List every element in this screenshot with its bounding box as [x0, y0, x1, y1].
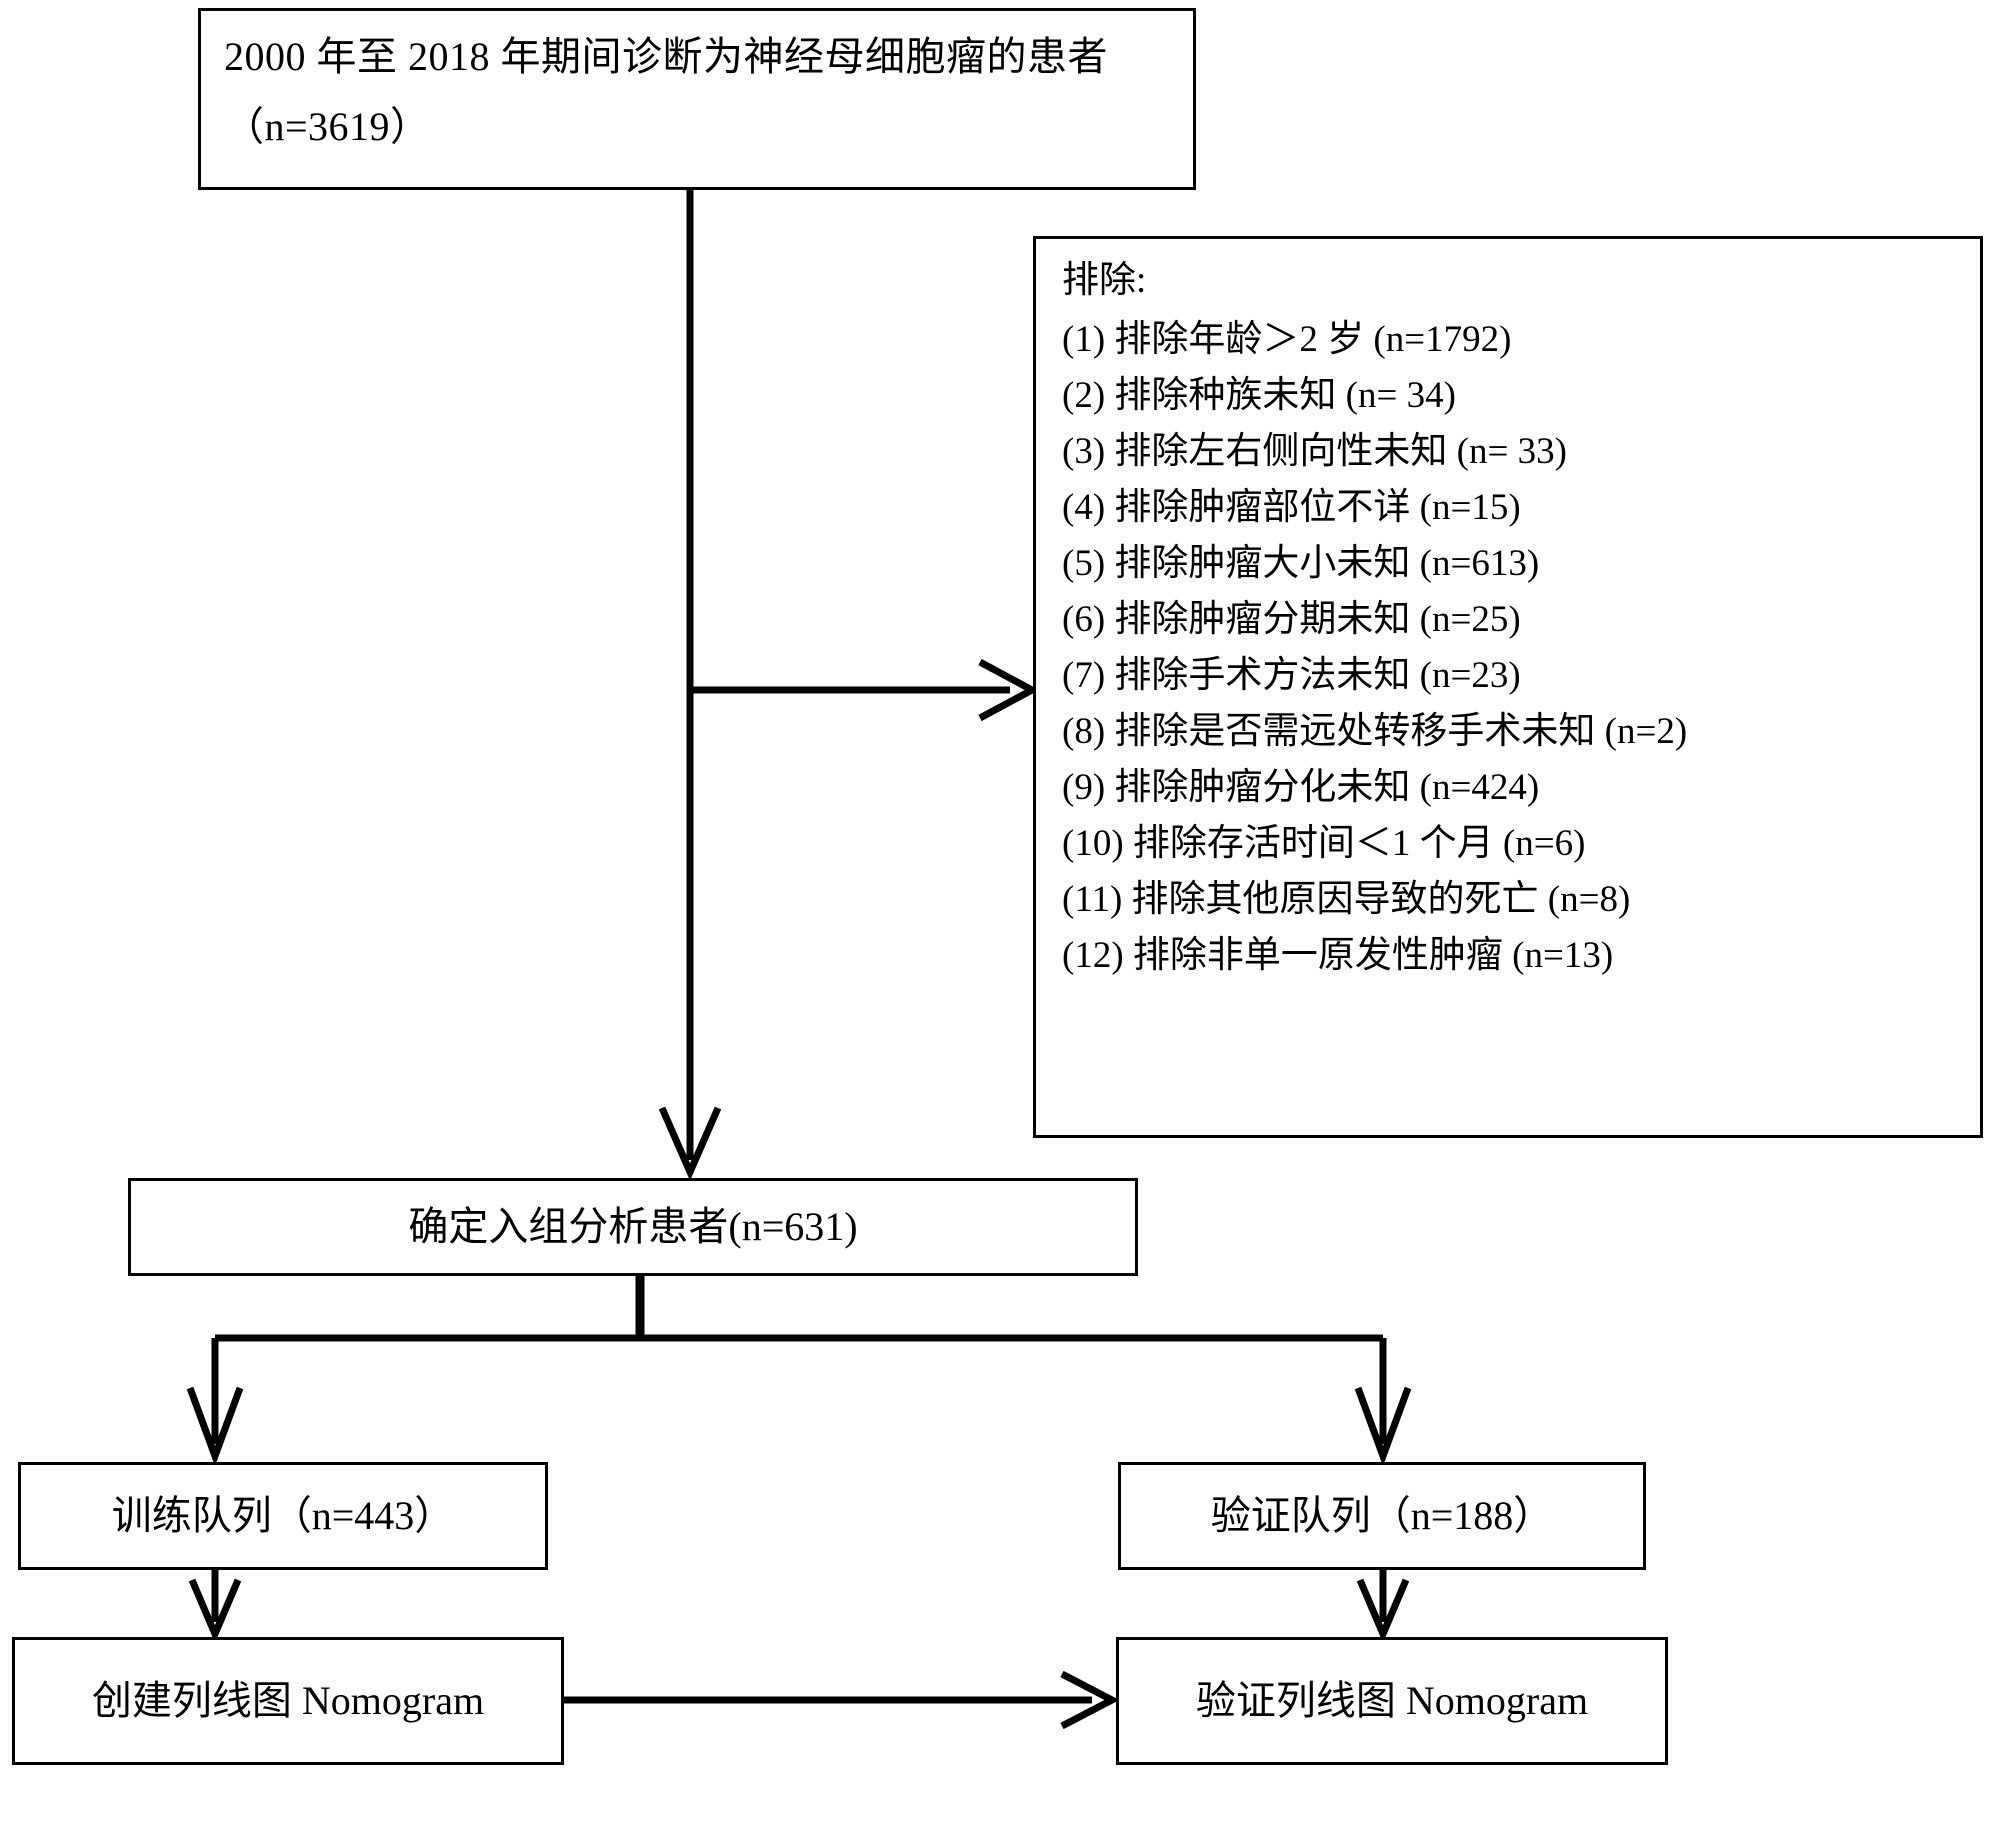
enrolled-patients-label: 确定入组分析患者(n=631) [408, 1204, 858, 1249]
exclusion-criteria-box [1033, 236, 1983, 1138]
exclusion-criteria-list: 排除: (1) 排除年龄＞2 岁 (n=1792) (2) 排除种族未知 (n=… [1062, 253, 1972, 984]
exclusion-item-3: (3) 排除左右侧向性未知 (n= 33) [1062, 431, 1567, 472]
exclusion-item-10: (10) 排除存活时间＜1 个月 (n=6) [1062, 823, 1586, 864]
exclusion-item-8: (8) 排除是否需远处转移手术未知 (n=2) [1062, 711, 1688, 752]
exclusion-item-4: (4) 排除肿瘤部位不详 (n=15) [1062, 487, 1521, 528]
connector-source-to-enrolled [658, 190, 722, 1181]
validate-nomogram-box [1116, 1637, 1668, 1765]
exclusion-item-5: (5) 排除肿瘤大小未知 (n=613) [1062, 543, 1540, 584]
validation-cohort-box [1118, 1462, 1646, 1570]
build-nomogram-box [12, 1637, 564, 1765]
build-nomogram-label: 创建列线图 Nomogram [91, 1678, 485, 1723]
exclusion-item-11: (11) 排除其他原因导致的死亡 (n=8) [1062, 879, 1631, 920]
exclusion-item-6: (6) 排除肿瘤分期未知 (n=25) [1062, 599, 1521, 640]
validation-cohort-label: 验证队列（n=188） [1210, 1493, 1554, 1538]
connector-to-exclusion [690, 658, 1040, 722]
training-cohort-label: 训练队列（n=443） [111, 1493, 455, 1538]
connector-build-to-validate [564, 1670, 1120, 1730]
validate-nomogram-label: 验证列线图 Nomogram [1195, 1678, 1589, 1723]
source-cohort-box [198, 8, 1196, 190]
exclusion-item-1: (1) 排除年龄＞2 岁 (n=1792) [1062, 319, 1512, 360]
connector-validation-to-validate [1356, 1570, 1410, 1643]
exclusion-item-7: (7) 排除手术方法未知 (n=23) [1062, 655, 1521, 696]
exclusion-heading: 排除: [1062, 260, 1147, 301]
exclusion-item-9: (9) 排除肿瘤分化未知 (n=424) [1062, 767, 1540, 808]
connector-training-to-build [188, 1570, 242, 1643]
enrolled-patients-box [128, 1178, 1138, 1276]
connector-enrolled-split [186, 1276, 1412, 1467]
training-cohort-box [18, 1462, 548, 1570]
exclusion-item-2: (2) 排除种族未知 (n= 34) [1062, 375, 1456, 416]
exclusion-item-12: (12) 排除非单一原发性肿瘤 (n=13) [1062, 935, 1614, 976]
source-cohort-label: 2000 年至 2018 年期间诊断为神经母细胞瘤的患者（n=3619） [224, 34, 1108, 149]
